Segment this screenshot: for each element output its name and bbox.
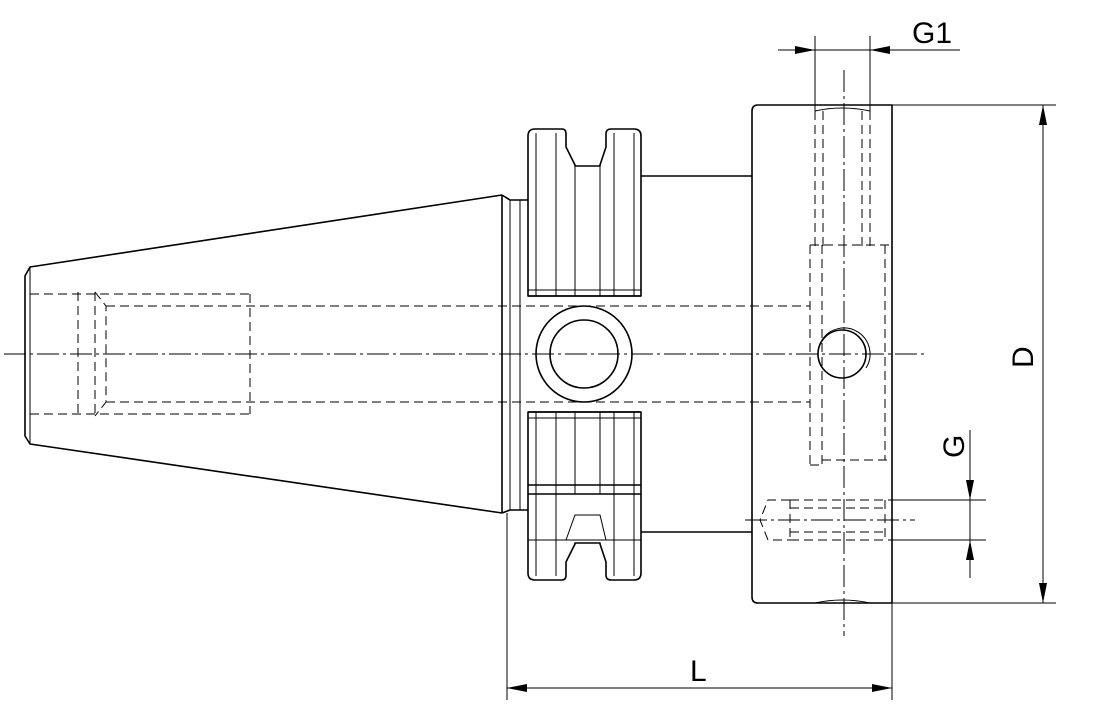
flange-lower	[527, 411, 642, 581]
taper-cone	[24, 194, 528, 514]
dimension-d: D	[892, 104, 1056, 604]
dimension-g1: G1	[778, 17, 960, 105]
label-d: D	[1007, 346, 1040, 368]
label-g: G	[938, 435, 971, 458]
drive-slot	[528, 295, 641, 413]
neck	[641, 175, 752, 533]
taper-internal-bore	[30, 291, 810, 417]
dimension-l: L	[506, 513, 893, 700]
body-cylinder	[751, 70, 893, 636]
flange-upper	[527, 128, 642, 297]
label-l: L	[690, 655, 707, 688]
coolant-screw-hidden	[745, 499, 915, 541]
dimension-g: G	[892, 430, 986, 578]
label-g1: G1	[912, 17, 952, 50]
clamp-hole	[817, 329, 867, 379]
